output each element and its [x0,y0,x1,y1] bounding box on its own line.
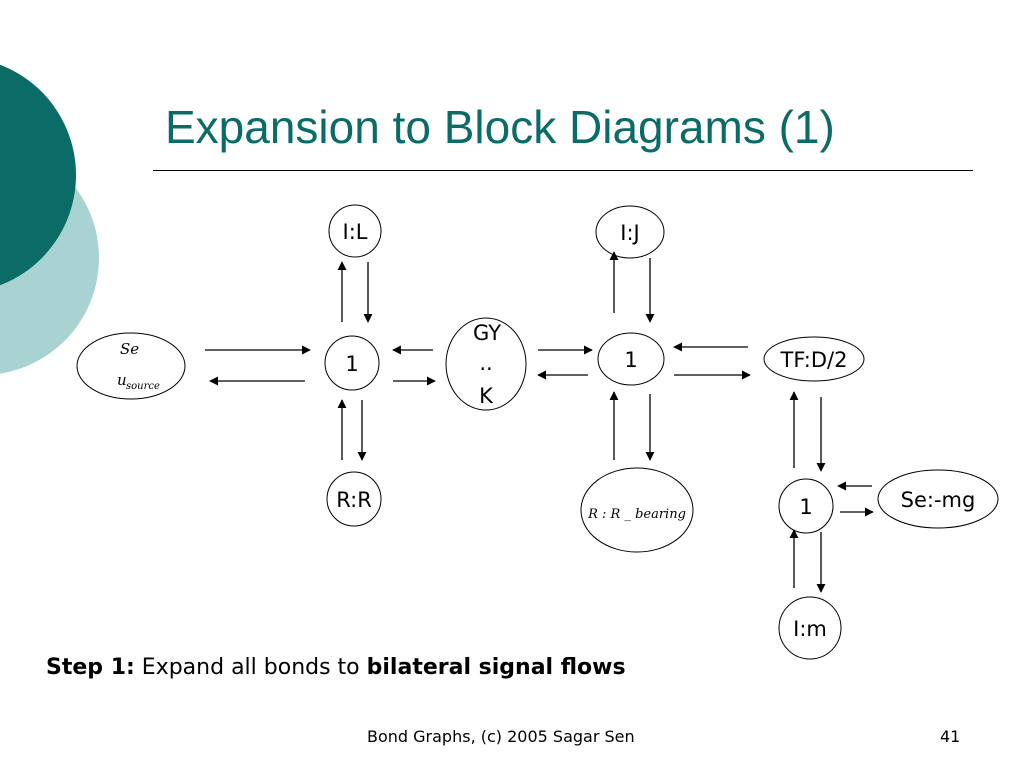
step-text: Expand all bonds to [141,655,360,680]
source-subscript: source [126,381,160,392]
gy-dots: .. [479,351,492,375]
node-se-source: Se u source [76,332,186,400]
signal-arrows [205,251,874,593]
step-label: Step 1: [46,655,135,680]
node-one-right: 1 [778,478,834,534]
r-bearing-label: R : R _ bearing [587,507,686,522]
se-label: Se [120,340,139,358]
one-right-label: 1 [799,495,812,519]
ij-label: I:J [620,221,639,245]
im-label: I:m [793,617,827,641]
node-gy: GY .. K [445,317,527,411]
dark-teal-circle [0,64,76,286]
slide-title: Expansion to Block Diagrams (1) [165,101,835,153]
gy-k-label: K [479,384,494,408]
tf-label: TF:D/2 [780,348,848,372]
title-divider [153,170,973,171]
u-label: u [117,371,127,389]
node-ij: I:J [595,205,665,259]
step-emphasis: bilateral signal flows [366,655,626,680]
node-one-mid: 1 [597,332,665,386]
rr-label: R:R [336,488,372,512]
node-il: I:L [328,204,382,258]
gy-label: GY [473,321,501,345]
one-left-label: 1 [345,352,358,376]
step-description: Step 1: Expand all bonds to bilateral si… [46,655,626,680]
se-mg-label: Se:-mg [901,488,976,512]
node-one-left: 1 [324,335,380,391]
node-se-mg: Se:-mg [877,469,999,529]
il-label: I:L [343,220,368,244]
node-rr: R:R [326,471,382,527]
one-mid-label: 1 [624,348,637,372]
node-im: I:m [778,596,842,660]
footer-text: Bond Graphs, (c) 2005 Sagar Sen [367,727,635,746]
page-number: 41 [940,727,961,746]
node-tf: TF:D/2 [763,336,865,382]
node-r-bearing: R : R _ bearing [580,467,694,553]
